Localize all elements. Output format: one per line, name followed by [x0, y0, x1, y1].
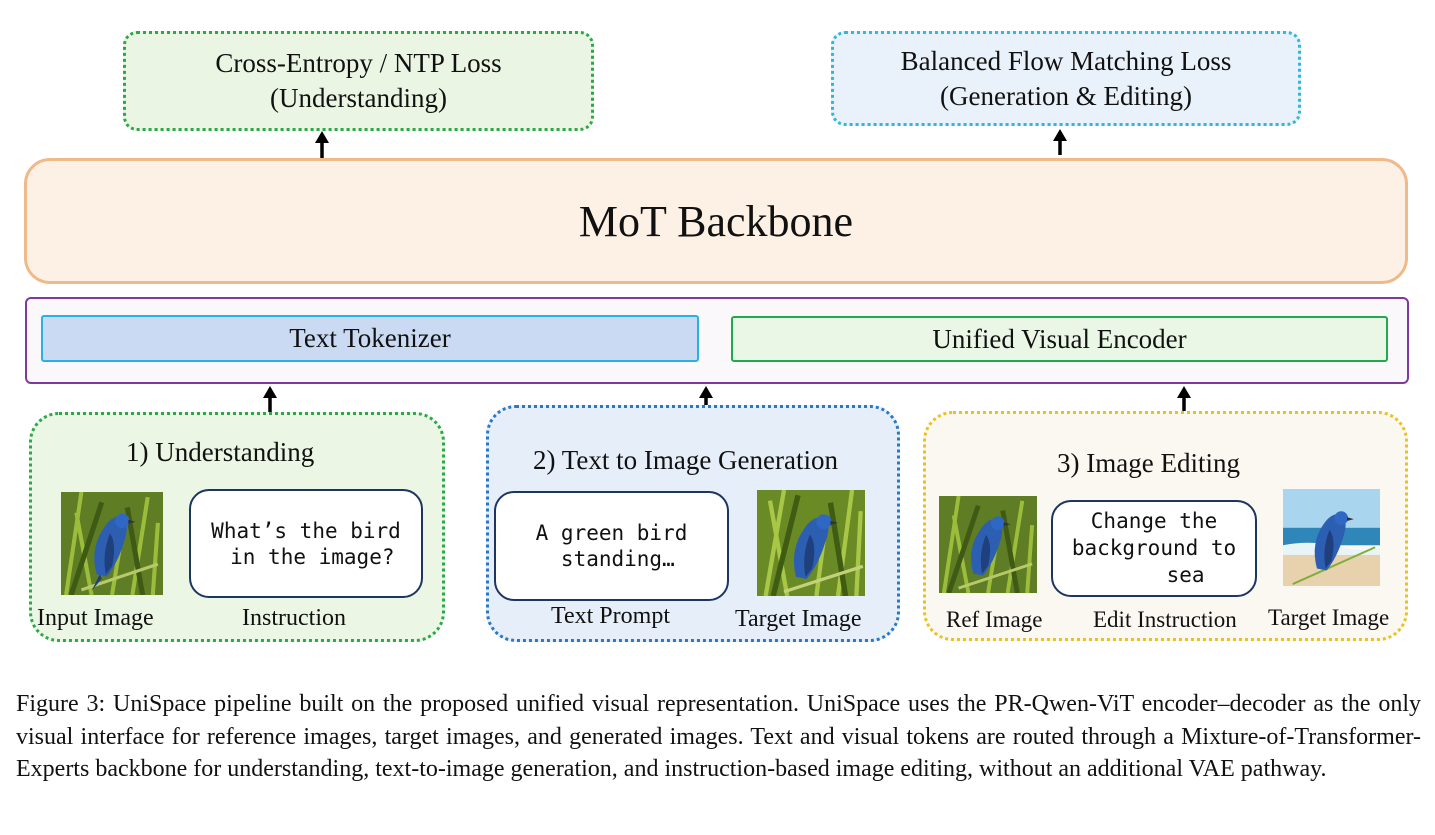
edit-instruction-text: Change the background to sea	[1071, 509, 1237, 587]
loss-title: Cross-Entropy / NTP Loss	[215, 48, 502, 78]
text-prompt-label: Text Prompt	[551, 603, 670, 629]
edited-target-image-label: Target Image	[1268, 605, 1390, 630]
understanding-title: 1) Understanding	[126, 437, 315, 467]
loss-subtitle: (Generation & Editing)	[940, 80, 1192, 111]
instruction-label: Instruction	[242, 605, 346, 631]
input-image-bird-photo	[61, 492, 163, 595]
text-tokenizer-box: Text Tokenizer	[41, 315, 699, 362]
instruction-bubble: What’s the bird in the image?	[189, 489, 423, 598]
mot-backbone-box: MoT Backbone	[24, 158, 1408, 284]
cross-entropy-loss-box: Cross-Entropy / NTP Loss (Understanding)	[123, 31, 594, 131]
edit-instruction-label: Edit Instruction	[1093, 607, 1237, 632]
edit-instruction-bubble: Change the background to sea	[1051, 500, 1257, 597]
ref-image-label: Ref Image	[946, 607, 1043, 632]
target-image-bird-photo	[757, 490, 865, 596]
target-image-label: Target Image	[735, 606, 862, 632]
generation-title: 2) Text to Image Generation	[533, 445, 839, 475]
text-prompt-bubble: A green bird standing…	[494, 491, 729, 601]
loss-subtitle: (Understanding)	[270, 83, 447, 113]
unified-visual-encoder-box: Unified Visual Encoder	[731, 316, 1388, 362]
up-arrow-icon	[1177, 386, 1191, 412]
instruction-text: What’s the bird in the image?	[211, 518, 401, 569]
up-arrow-icon	[1053, 129, 1067, 155]
input-image-label: Input Image	[37, 605, 154, 631]
visual-encoder-label: Unified Visual Encoder	[932, 323, 1187, 354]
text-prompt-text: A green bird standing…	[535, 521, 688, 571]
loss-title: Balanced Flow Matching Loss	[900, 45, 1232, 76]
up-arrow-icon	[263, 386, 277, 412]
flow-matching-loss-box: Balanced Flow Matching Loss (Generation …	[831, 31, 1301, 126]
backbone-label: MoT Backbone	[578, 196, 854, 246]
ref-image-bird-photo	[939, 496, 1037, 593]
figure-caption: Figure 3: UniSpace pipeline built on the…	[16, 691, 1421, 782]
edited-target-image-bird-photo	[1283, 489, 1380, 586]
arrows-layer	[263, 129, 1191, 412]
up-arrow-icon	[315, 131, 329, 158]
editing-title: 3) Image Editing	[1057, 448, 1240, 478]
text-tokenizer-label: Text Tokenizer	[289, 323, 451, 353]
